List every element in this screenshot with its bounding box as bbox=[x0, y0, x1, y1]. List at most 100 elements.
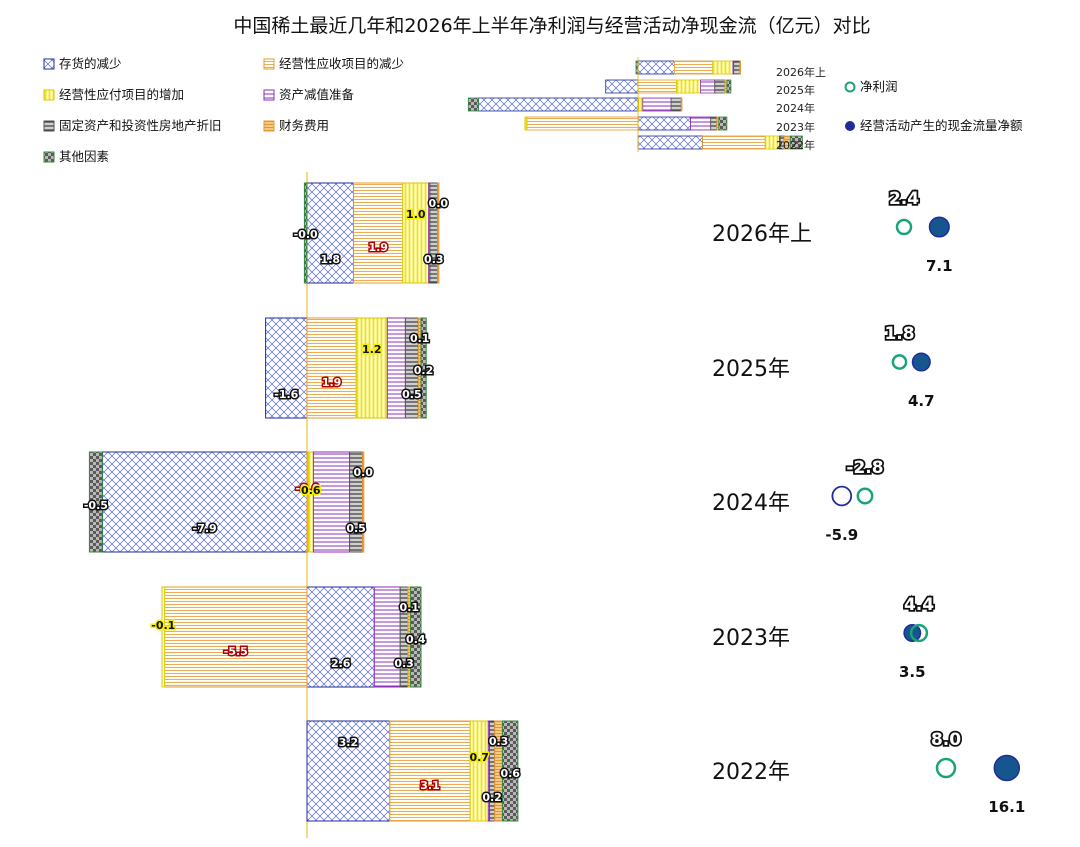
value-label-ap: 0.6 bbox=[301, 484, 321, 497]
mini-year-label: 2026年上 bbox=[776, 65, 826, 79]
bar-segment-oth bbox=[410, 586, 422, 688]
mini-bar-segment-imp bbox=[690, 116, 712, 131]
mini-bar-segment-inv bbox=[637, 135, 703, 150]
bar-segment-imp bbox=[312, 451, 351, 553]
mini-bar-segment-fin bbox=[739, 60, 741, 75]
mini-bar-segment-oth bbox=[726, 79, 732, 94]
mini-bar-segment-ap bbox=[524, 116, 528, 131]
bar-segment-ar bbox=[306, 317, 357, 419]
net-profit-label: 2.4 bbox=[889, 189, 919, 209]
bar-segment-ap bbox=[307, 451, 314, 553]
legend-label-oth: 其他因素 bbox=[59, 149, 109, 164]
row-label: 2026年上 bbox=[712, 222, 812, 247]
net-profit-dot bbox=[895, 218, 913, 236]
cash-flow-label: 3.5 bbox=[899, 663, 926, 681]
value-label-inv: 1.8 bbox=[321, 253, 341, 266]
mini-bar-segment-imp bbox=[642, 97, 672, 112]
bar-segment-imp bbox=[373, 586, 401, 688]
legend-label-dep: 固定资产和投资性房地产折旧 bbox=[59, 118, 222, 133]
mini-bar-segment-fin bbox=[680, 97, 683, 112]
value-label-ar: -5.5 bbox=[224, 645, 248, 658]
bar-segment-inv bbox=[101, 451, 308, 553]
bar-segment-ap bbox=[469, 720, 489, 822]
bar-segment-oth bbox=[501, 720, 519, 822]
net-profit-dot bbox=[856, 487, 874, 505]
value-label-inv: -7.9 bbox=[193, 522, 217, 535]
mini-year-label: 2022年 bbox=[776, 138, 815, 152]
value-label-ap: 0.7 bbox=[469, 751, 489, 764]
bar-segment-ar bbox=[353, 182, 404, 284]
value-label-fin: 0.0 bbox=[429, 197, 449, 210]
cash-flow-label: 16.1 bbox=[988, 798, 1025, 816]
value-label-ap: 1.0 bbox=[406, 208, 426, 221]
value-label-ar: 1.9 bbox=[322, 376, 342, 389]
value-label-fin: 0.1 bbox=[400, 601, 420, 614]
net-profit-dot bbox=[909, 623, 929, 643]
net-profit-dot bbox=[891, 354, 908, 370]
bars-layer bbox=[88, 182, 519, 822]
mini-bar-segment-oth bbox=[718, 116, 728, 131]
legend-swatch-imp bbox=[263, 89, 275, 101]
mini-bar-segment-ap bbox=[676, 79, 702, 94]
value-label-fin: 0.3 bbox=[489, 735, 509, 748]
bar-segment-inv bbox=[306, 586, 375, 688]
cash-flow-label: -5.9 bbox=[825, 526, 858, 544]
value-label-oth: 0.4 bbox=[406, 633, 426, 646]
cash-flow-dot bbox=[911, 352, 931, 372]
value-label-fin: 0.1 bbox=[410, 332, 430, 345]
value-label-fin: 0.0 bbox=[353, 466, 373, 479]
legend-cash-flow-marker bbox=[845, 121, 855, 131]
legend-swatch-inv bbox=[43, 58, 55, 70]
legend-label-ap: 经营性应付项目的增加 bbox=[59, 87, 184, 102]
legend-label-ar: 经营性应收项目的减少 bbox=[279, 56, 404, 71]
mini-year-label: 2025年 bbox=[776, 83, 815, 97]
bar-segment-ap bbox=[355, 317, 388, 419]
labels-layer: -0.01.81.91.00.00.3-1.61.91.20.10.20.5-0… bbox=[82, 196, 521, 806]
bar-segment-ap bbox=[161, 586, 166, 688]
row-label: 2022年 bbox=[712, 760, 790, 785]
mini-year-label: 2023年 bbox=[776, 120, 815, 134]
bar-segment-ap bbox=[402, 182, 430, 284]
cash-flow-dot bbox=[831, 485, 853, 507]
value-label-ar: 1.9 bbox=[368, 241, 388, 254]
dots-layer: 2.47.11.84.7-2.8-5.94.43.58.016.1 bbox=[825, 187, 1025, 816]
legend: 存货的减少经营性应收项目的减少经营性应付项目的增加资产减值准备固定资产和投资性房… bbox=[43, 56, 1023, 164]
mini-bar-segment-ar bbox=[702, 135, 766, 150]
legend-net-profit-marker bbox=[844, 81, 856, 93]
net-profit-label: 4.4 bbox=[904, 595, 934, 615]
value-label-ar: 3.1 bbox=[420, 779, 440, 792]
value-label-oth: 0.2 bbox=[414, 364, 434, 377]
mini-bar-segment-oth bbox=[467, 97, 479, 112]
value-label-ap: -0.1 bbox=[151, 619, 175, 632]
mini-bar-segment-ar bbox=[637, 79, 677, 94]
bar-segment-inv bbox=[265, 317, 308, 419]
value-label-inv: 2.6 bbox=[331, 657, 351, 670]
legend-swatch-dep bbox=[43, 120, 55, 132]
value-label-dep: 0.3 bbox=[394, 657, 414, 670]
bar-segment-inv bbox=[306, 720, 391, 822]
legend-swatch-ar bbox=[263, 58, 275, 70]
chart-title: 中国稀土最近几年和2026年上半年净利润与经营活动净现金流（亿元）对比 bbox=[233, 15, 870, 37]
mini-bar-segment-inv bbox=[477, 97, 639, 112]
value-label-inv: -1.6 bbox=[274, 388, 298, 401]
value-label-ar: -0.0 bbox=[296, 482, 320, 495]
net-profit-label: -2.8 bbox=[846, 458, 883, 478]
cash-flow-dot bbox=[993, 754, 1021, 782]
mini-bar-segment-ar bbox=[674, 60, 714, 75]
mini-bar-segment-dep bbox=[710, 116, 718, 131]
value-label-oth: -0.0 bbox=[294, 228, 318, 241]
bar-segment-imp bbox=[386, 317, 406, 419]
legend-label-fin: 财务费用 bbox=[279, 118, 329, 133]
bar-segment-fin bbox=[437, 182, 440, 284]
value-label-ap: 1.2 bbox=[362, 343, 382, 356]
mini-bar-segment-imp bbox=[700, 79, 716, 94]
cash-flow-label: 7.1 bbox=[926, 257, 953, 275]
value-label-dep: 0.5 bbox=[346, 522, 366, 535]
legend-label-inv: 存货的减少 bbox=[59, 56, 122, 71]
mini-bar-segment-inv bbox=[637, 116, 691, 131]
cash-flow-dot bbox=[928, 216, 950, 238]
value-label-oth: 0.6 bbox=[500, 767, 520, 780]
